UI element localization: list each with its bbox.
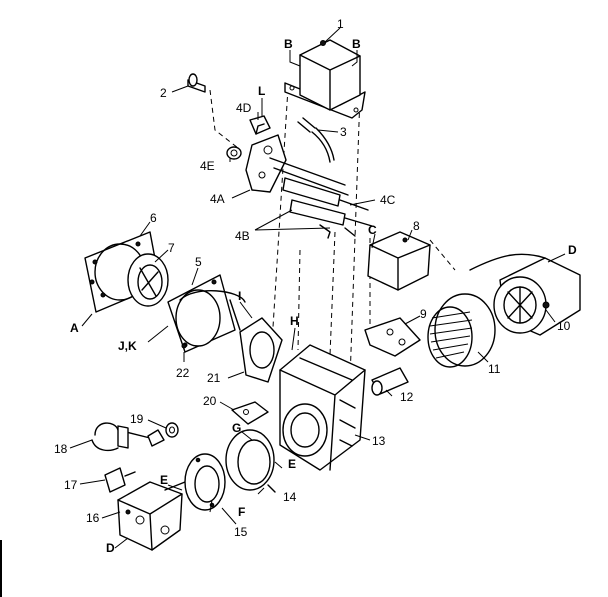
letter-b-left: B xyxy=(284,37,293,51)
callout-4d: 4D xyxy=(236,101,252,115)
callout-12: 12 xyxy=(400,390,414,404)
callout-4a: 4A xyxy=(210,192,225,206)
letter-d-bottom: D xyxy=(106,541,115,555)
bracket-part-4d xyxy=(249,115,271,135)
letter-a: A xyxy=(70,321,79,335)
clamp-part-22 xyxy=(181,343,187,349)
adapter-ring-part-14 xyxy=(225,429,276,493)
gasket-part-21 xyxy=(239,317,283,383)
blower-wheel-part-11 xyxy=(427,293,496,368)
callout-4c: 4C xyxy=(380,193,396,207)
bracket-part-9 xyxy=(364,317,421,357)
letter-c: C xyxy=(368,223,377,237)
air-tube-part-5 xyxy=(167,274,246,353)
callout-15: 15 xyxy=(234,525,248,539)
nut-part-4e xyxy=(226,146,242,160)
control-box-part-8 xyxy=(367,231,431,291)
alignment-guides xyxy=(209,87,456,381)
screw-part-2 xyxy=(187,73,206,93)
callout-2: 2 xyxy=(160,86,167,100)
oil-line-part-18 xyxy=(91,422,165,452)
fuel-pump-part-16 xyxy=(117,481,191,551)
letter-b-right: B xyxy=(352,37,361,51)
part-callout-labels: 1 2 3 4A 4B 4C 4D 4E 5 6 7 8 9 10 11 12 … xyxy=(54,17,571,539)
callout-17: 17 xyxy=(64,478,78,492)
callout-6: 6 xyxy=(150,211,157,225)
callout-22: 22 xyxy=(176,366,190,380)
callout-16: 16 xyxy=(86,511,100,525)
burner-housing-part-13 xyxy=(279,344,366,471)
letter-h: H xyxy=(290,314,299,328)
letter-e-left: E xyxy=(160,473,168,487)
letter-g: G xyxy=(232,421,241,435)
leader-lines xyxy=(69,27,566,549)
callout-14: 14 xyxy=(283,490,297,504)
callout-8: 8 xyxy=(413,219,420,233)
callout-4b: 4B xyxy=(235,229,250,243)
callout-3: 3 xyxy=(340,125,347,139)
callout-18: 18 xyxy=(54,442,68,456)
callout-21: 21 xyxy=(207,371,221,385)
callout-1: 1 xyxy=(337,17,344,31)
scan-edge-mark xyxy=(0,540,2,597)
callout-7: 7 xyxy=(168,241,175,255)
letter-d-top: D xyxy=(568,243,577,257)
coupling-part-12 xyxy=(371,367,409,396)
callout-10: 10 xyxy=(557,319,571,333)
ignition-transformer xyxy=(284,39,366,119)
pump-flange-part-15 xyxy=(184,453,226,511)
callout-19: 19 xyxy=(130,412,144,426)
callout-5: 5 xyxy=(195,255,202,269)
callout-4e: 4E xyxy=(200,159,215,173)
callout-9: 9 xyxy=(420,307,427,321)
electrode-assembly-part-4a xyxy=(245,134,373,239)
letter-f: F xyxy=(238,505,245,519)
nut-part-19 xyxy=(165,422,179,438)
air-shutter-ring-part-7 xyxy=(127,253,169,307)
callout-13: 13 xyxy=(372,434,386,448)
callout-20: 20 xyxy=(203,394,217,408)
motor-part-10 xyxy=(469,253,581,336)
fitting-part-17 xyxy=(104,467,136,493)
letter-i: I xyxy=(238,289,241,303)
bracket-part-20 xyxy=(231,401,269,425)
callout-11: 11 xyxy=(488,362,501,376)
letter-l: L xyxy=(258,84,265,98)
connection-letter-labels: B B L C D A J,K I H G E E F D xyxy=(70,37,577,555)
letter-e-right: E xyxy=(288,457,296,471)
letter-jk: J,K xyxy=(118,339,137,353)
lead-wire-part-3 xyxy=(297,117,335,163)
